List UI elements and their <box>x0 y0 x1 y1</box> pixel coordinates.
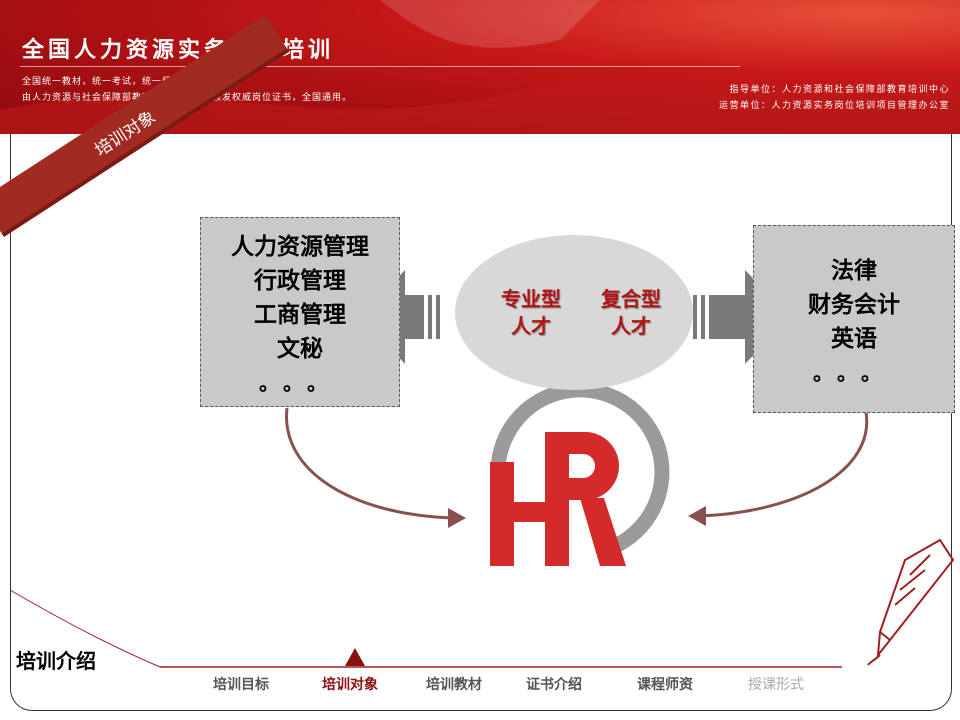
header-subtitle-1: 全国统一教材，统一考试，统一师资，统一颁证 <box>22 77 233 87</box>
nav-training-materials[interactable]: 培训教材 <box>426 677 482 693</box>
target-item: 工商管理 <box>254 301 346 328</box>
target-item: 财务会计 <box>808 291 900 318</box>
nav-course-faculty[interactable]: 课程师资 <box>637 677 693 693</box>
target-group-box-left: 人力资源管理 行政管理 工商管理 文秘 。。。 <box>200 217 400 407</box>
target-item: 法律 <box>831 257 877 284</box>
nav-teaching-format[interactable]: 授课形式 <box>748 677 804 693</box>
nav-training-targets[interactable]: 培训对象 <box>322 677 378 693</box>
curved-arrow-left-icon <box>285 407 466 528</box>
nav-certificate-intro[interactable]: 证书介绍 <box>526 677 582 693</box>
ellipsis-dots: 。。。 <box>259 371 341 395</box>
section-title: 培训介绍 <box>16 649 96 673</box>
right-arrow-icon <box>693 270 790 364</box>
active-nav-marker-icon <box>345 648 365 666</box>
target-item: 文秘 <box>277 335 323 362</box>
banner-wave-decoration <box>0 0 960 134</box>
hr-logo-icon <box>490 382 670 566</box>
header-divider <box>20 66 740 67</box>
operate-unit: 运营单位：人力资源实务岗位培训项目管理办公室 <box>718 101 950 111</box>
curved-arrow-right-icon <box>688 411 869 526</box>
target-item: 英语 <box>831 325 877 352</box>
target-item: 人力资源管理 <box>231 233 369 260</box>
nav-training-goals[interactable]: 培训目标 <box>213 677 269 693</box>
content-frame <box>10 134 952 711</box>
talent-type-text: 专业型 复合型 人才 人才 <box>486 286 676 340</box>
composite-talent: 人才 <box>611 314 651 338</box>
target-group-box-right: 法律 财务会计 英语 。。。 <box>753 225 955 413</box>
composite-type: 复合型 <box>601 287 661 311</box>
professional-talent: 人才 <box>511 314 551 338</box>
professional-type: 专业型 <box>501 287 561 311</box>
footer-line-decoration <box>9 589 842 668</box>
guide-unit: 指导单位：人力资源和社会保障部教育培训中心 <box>729 85 950 95</box>
target-item: 行政管理 <box>254 267 346 294</box>
pen-icon <box>867 538 955 666</box>
ellipsis-dots: 。。。 <box>813 361 895 385</box>
talent-type-oval <box>455 235 693 390</box>
